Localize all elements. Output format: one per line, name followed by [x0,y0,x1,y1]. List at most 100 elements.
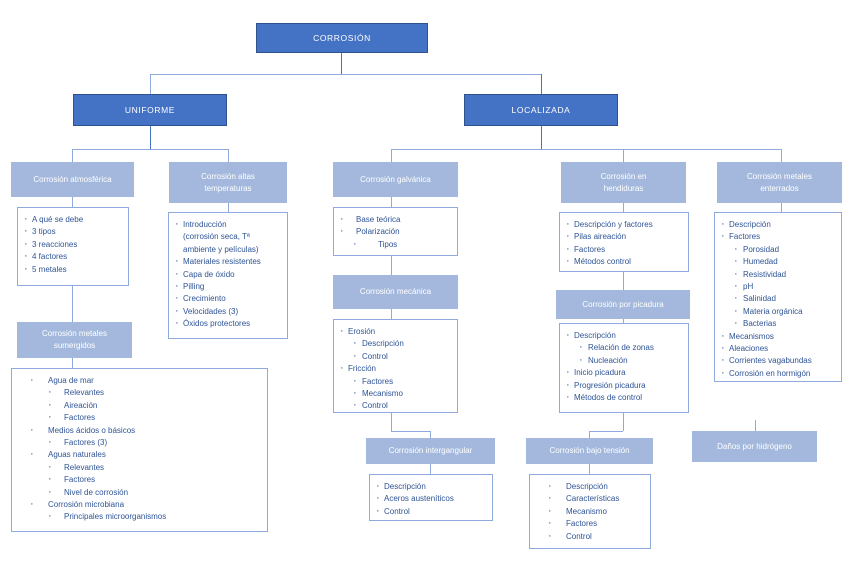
node-root-label: CORROSIÓN [313,33,371,43]
connector-atmosferica-list [72,197,73,207]
list-item: Aguas naturales [16,448,261,461]
list-item: Erosión [338,325,451,338]
list-item: Control [374,505,486,518]
connector-uniforme-down [150,126,152,149]
list-item: Control [534,530,644,543]
list-item: Materia orgánica [719,305,835,318]
list-item: Mecanismo [338,387,451,400]
list-item: Nivel de corrosión [16,486,261,499]
list-item: Aireación [16,399,261,412]
connector-uniforme-split [72,149,228,150]
connector-to-atmosferica [72,149,73,162]
list-item: Pilling [173,280,281,293]
list-item: Factores [719,230,835,243]
node-altas-temp-label-line1: Corrosión altas [201,171,255,181]
node-corrosion-bajo-tension[interactable]: Corrosión bajo tensión [526,438,653,464]
connector-to-enterrados [781,149,782,162]
list-item: Agua de mar [16,374,261,387]
node-picadura-label: Corrosión por picadura [582,299,664,309]
list-item: Control [338,350,451,363]
list-item: Relación de zonas [564,341,682,354]
connector-altas-temp-list [228,203,229,212]
node-altas-temp-label-line2: temperaturas [204,183,252,193]
list-item: Características [534,492,644,505]
list-item: Relevantes [16,461,261,474]
list-item: Relevantes [16,386,261,399]
connector-localizada-split [391,149,781,150]
list-item: Factores (3) [16,436,261,449]
list-item: Factores [534,517,644,530]
list-item: Factores [16,473,261,486]
list-item: 5 metales [22,263,122,276]
list-item: Descripción y factores [564,218,682,231]
list-item: Fricción [338,362,451,375]
list-item: Bacterias [719,317,835,330]
node-corrosion-galvanica[interactable]: Corrosión galvánica [333,162,458,197]
connector-to-intergangular [430,431,431,438]
list-corrosion-altas-temperaturas: Introducción (corrosión seca, Tª ambient… [168,212,288,339]
connector-sumergidos-list [72,358,73,368]
list-item: Salinidad [719,292,835,305]
list-item: Descripción [719,218,835,231]
node-uniforme[interactable]: UNIFORME [73,94,227,126]
node-corrosion-mecanica[interactable]: Corrosión mecánica [333,275,458,309]
connector-intergangular-list [430,464,431,474]
list-item: Factores [338,375,451,388]
node-bajo-tension-label: Corrosión bajo tensión [549,446,630,455]
connector-to-hendiduras [623,149,624,162]
node-corrosion-hendiduras[interactable]: Corrosión en hendiduras [561,162,686,203]
connector-galvanica-list [391,197,392,207]
connector-to-galvanica [391,149,392,162]
list-item: Tipos [338,238,451,251]
list-item: Introducción [173,218,281,231]
list-corrosion-metales-enterrados: Descripción Factores Porosidad Humedad R… [714,212,842,382]
list-corrosion-intergangular: Descripción Aceros austeníticos Control [369,474,493,521]
node-corrosion-altas-temperaturas[interactable]: Corrosión altas temperaturas [169,162,287,203]
list-item: Factores [16,411,261,424]
node-mecanica-label: Corrosión mecánica [359,287,432,296]
node-corrosion-picadura[interactable]: Corrosión por picadura [556,290,690,319]
list-item: 3 tipos [22,225,122,238]
connector-to-sumergidos [72,312,73,322]
list-item: Porosidad [719,243,835,256]
connector-to-bajo-tension [589,431,590,438]
list-item: ambiente y películas) [183,244,259,254]
list-item: 4 factores [22,250,122,263]
list-item: Inicio picadura [564,366,682,379]
list-corrosion-metales-sumergidos: Agua de mar Relevantes Aireación Factore… [11,368,268,532]
list-item: Progresión picadura [564,379,682,392]
node-enterrados-label-line2: enterrados [760,183,799,193]
connector-enterrados-list [781,203,782,212]
connector-mecanica-list [391,309,392,319]
connector-to-localizada [541,74,543,94]
list-item: Mecanismos [719,330,835,343]
list-item: Corrosión en hormigón [719,367,835,380]
connector-to-hidrogeno [755,420,756,431]
list-corrosion-hendiduras: Descripción y factores Pilas aireación F… [559,212,689,272]
node-corrosion-atmosferica[interactable]: Corrosión atmosférica [11,162,134,197]
node-localizada[interactable]: LOCALIZADA [464,94,618,126]
node-corrosion-metales-sumergidos[interactable]: Corrosión metales sumergidos [17,322,132,358]
list-item: Capa de óxido [173,268,281,281]
list-item: Descripción [338,337,451,350]
list-item: 3 reacciones [22,238,122,251]
list-corrosion-mecanica: Erosión Descripción Control Fricción Fac… [333,319,458,413]
list-corrosion-galvanica: Base teórica Polarización Tipos [333,207,458,256]
list-item: Descripción [564,329,682,342]
connector-localizada-down [541,126,543,149]
list-item: Polarización [338,225,451,238]
list-item: Descripción [374,480,486,493]
list-item: Mecanismo [534,505,644,518]
node-hidrogeno-label: Daños por hidrógeno [717,441,792,451]
connector-root-split [150,74,542,75]
node-sumergidos-label-line1: Corrosión metales [42,329,107,338]
list-item: Descripción [534,480,644,493]
list-item: Corrientes vagabundas [719,354,835,367]
list-item: Control [338,399,451,412]
node-corrosion-intergangular[interactable]: Corrosión intergangular [366,438,495,464]
node-root-corrosion[interactable]: CORROSIÓN [256,23,428,53]
node-danos-por-hidrogeno[interactable]: Daños por hidrógeno [692,431,817,462]
node-corrosion-metales-enterrados[interactable]: Corrosión metales enterrados [717,162,842,203]
node-galvanica-label: Corrosión galvánica [360,174,431,184]
